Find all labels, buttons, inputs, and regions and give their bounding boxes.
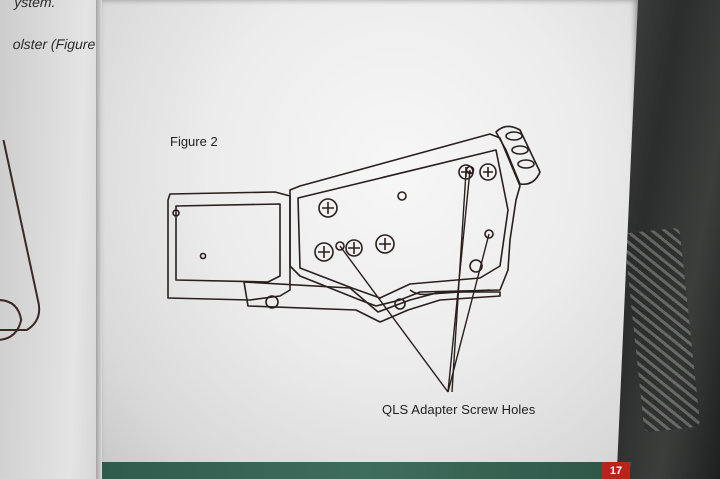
qls-screw-holes xyxy=(335,165,494,251)
paddle-hole-mid xyxy=(199,252,207,260)
right-page xyxy=(102,0,638,479)
leader-lines xyxy=(339,169,490,393)
paddle-outline xyxy=(167,191,291,301)
footer-stripe xyxy=(102,462,632,479)
figure-title: Figure 2 xyxy=(170,134,218,149)
lever-slot-3 xyxy=(517,159,535,169)
page-number: 17 xyxy=(602,462,630,479)
holster-body-inner xyxy=(297,149,509,299)
paddle-hole-top xyxy=(172,209,180,217)
lever-slot-2 xyxy=(511,145,529,155)
figure-caption: QLS Adapter Screw Holes xyxy=(382,402,536,417)
lower-rail-slot xyxy=(409,289,491,296)
lower-rail-outline xyxy=(243,281,501,323)
holster-body-outline xyxy=(289,133,521,307)
book-spine xyxy=(96,0,106,479)
left-page-drawing-fragment xyxy=(0,139,41,341)
left-page: ystem. olster (Figure xyxy=(0,0,129,479)
locking-lever xyxy=(495,125,541,186)
paddle-inner-outline xyxy=(175,203,281,283)
lever-slot-1 xyxy=(505,131,523,141)
